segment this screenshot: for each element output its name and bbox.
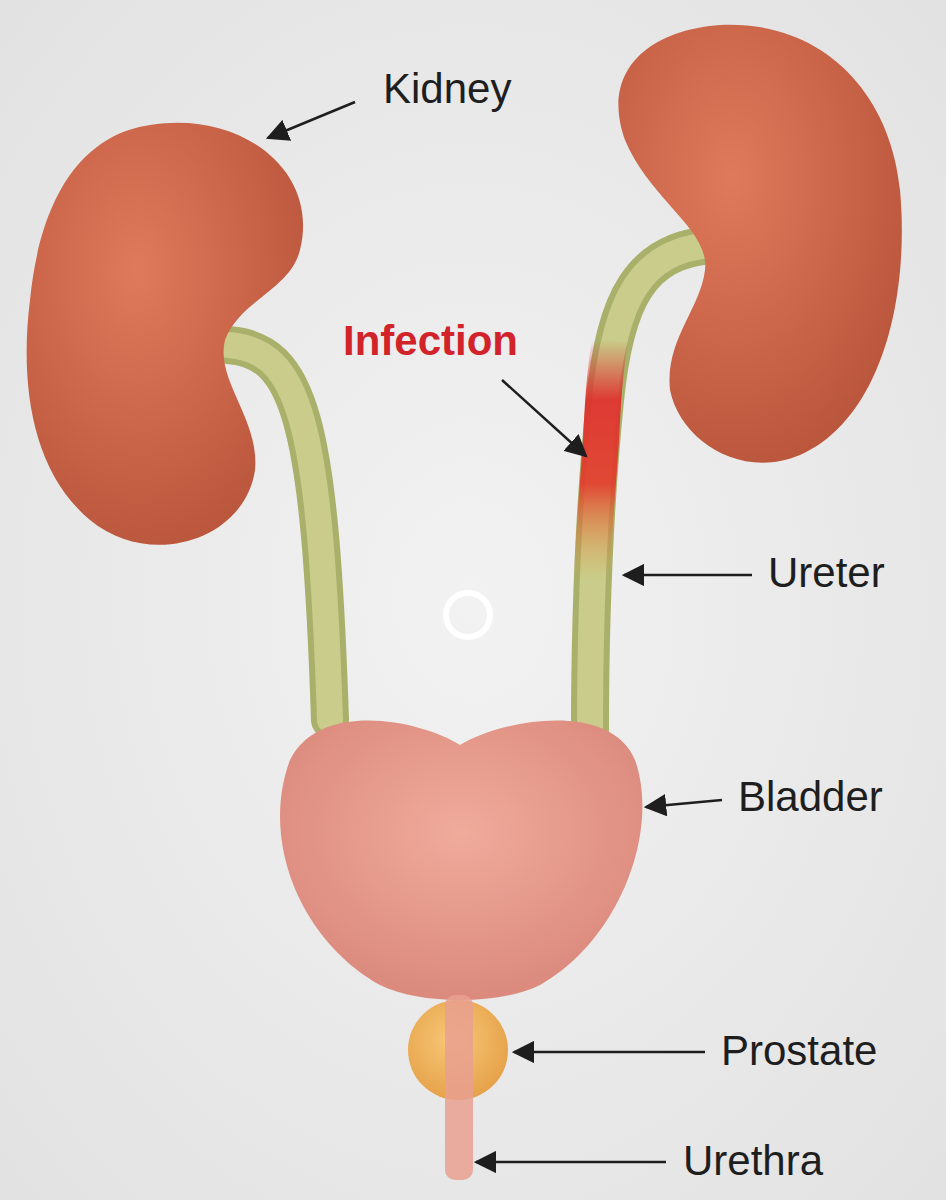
- part-label: Urethra: [683, 1138, 823, 1184]
- part-label: Prostate: [721, 1028, 877, 1074]
- part-label: Ureter: [768, 550, 885, 596]
- part-label: Kidney: [383, 66, 511, 112]
- part-label: Infection: [343, 318, 518, 364]
- part-label: Bladder: [738, 774, 883, 820]
